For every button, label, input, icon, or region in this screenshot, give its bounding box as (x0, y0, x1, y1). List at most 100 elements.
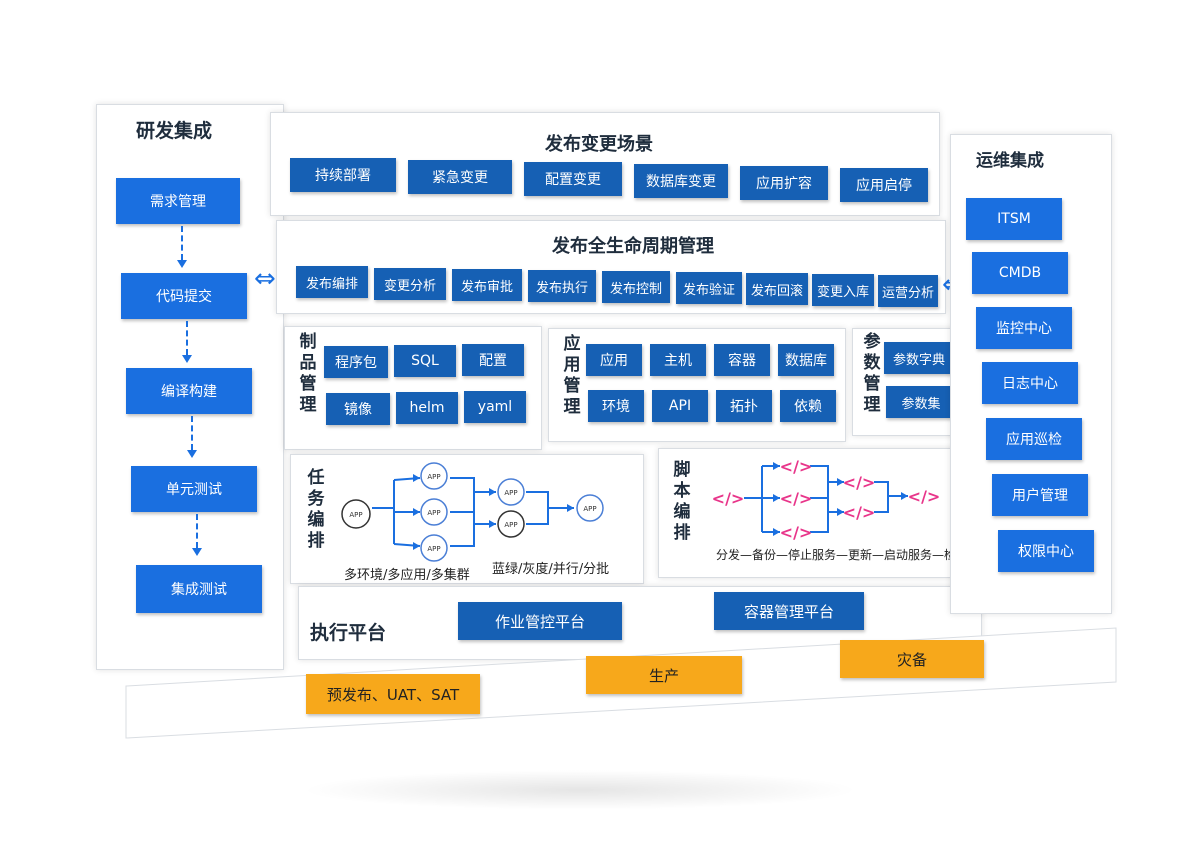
artifact-sql: SQL (394, 345, 456, 377)
app-item-topology: 拓扑 (716, 390, 772, 422)
script-flow-arrowhead (837, 508, 844, 516)
env-production: 生产 (586, 656, 742, 694)
vertical-title-char: 排 (307, 531, 325, 551)
task-flow-arrowhead (413, 542, 420, 550)
apps-title-chars: 应用管理 (562, 334, 582, 418)
app-node-label: APP (427, 473, 440, 481)
dev-flow-line (191, 416, 193, 450)
dev-flow-arrow (177, 260, 187, 268)
vertical-title-char: 编 (307, 510, 325, 530)
app-item-api: API (652, 390, 708, 422)
vertical-title-char: 管 (863, 374, 881, 394)
dev-flow-arrow (187, 450, 197, 458)
vertical-title-char: 本 (673, 481, 691, 501)
param-set: 参数集 (886, 386, 956, 418)
lifecycle-ops-analysis: 运营分析 (878, 275, 938, 307)
apps-title: 应用管理 (562, 334, 582, 418)
app-item-application: 应用 (586, 344, 642, 376)
lifecycle-change-analysis: 变更分析 (374, 268, 446, 300)
vertical-title-char: 数 (863, 353, 881, 373)
artifacts-title: 制品管理 (298, 332, 318, 416)
vertical-title-char: 务 (307, 489, 325, 509)
app-node-label: APP (427, 545, 440, 553)
script-node-icon: </> (780, 489, 813, 508)
vertical-title-char: 应 (563, 334, 581, 354)
script-flow-edges (744, 465, 908, 533)
artifact-helm: helm (396, 392, 458, 424)
vertical-title-char: 管 (299, 374, 317, 394)
board-shadow (300, 770, 860, 810)
vertical-title-char: 制 (299, 332, 317, 352)
task-flow-edge (526, 491, 549, 525)
params-title-chars: 参数管理 (862, 332, 882, 416)
vertical-title-char: 任 (307, 468, 325, 488)
scripts-title-chars: 脚本编排 (672, 460, 692, 544)
script-node-icon: </> (843, 503, 876, 522)
script-node-icon: </> (712, 489, 745, 508)
script-node-icon: </> (908, 487, 941, 506)
task-flow-arrowheads (413, 474, 574, 550)
scene-config-change: 配置变更 (524, 162, 622, 196)
app-item-environment: 环境 (588, 390, 644, 422)
task-flow-arrowhead (567, 504, 574, 512)
artifact-package: 程序包 (324, 346, 388, 378)
app-node: APP (497, 510, 525, 538)
app-node: APP (576, 494, 604, 522)
left-double-arrow-icon: ⇔ (254, 264, 276, 294)
task-flow-nodes: APP APP APP APP APP (341, 462, 604, 562)
vertical-title-char: 理 (863, 395, 881, 415)
app-node: APP (420, 534, 448, 562)
script-node-icon: </> (780, 457, 813, 476)
lifecycle-title: 发布全生命周期管理 (552, 236, 714, 257)
vertical-title-char: 管 (563, 376, 581, 396)
tasks-title-chars: 任务编排 (306, 468, 326, 552)
lifecycle-approval: 发布审批 (452, 269, 522, 301)
exec-title: 执行平台 (310, 622, 387, 644)
lifecycle-orchestrate: 发布编排 (296, 266, 368, 298)
task-flow-arrowhead (413, 508, 420, 516)
script-flow-arrowhead (773, 528, 780, 536)
artifacts-title-chars: 制品管理 (298, 332, 318, 416)
task-flow-arrowhead (489, 488, 496, 496)
dev-flow-arrow (182, 355, 192, 363)
exec-container-platform: 容器管理平台 (714, 592, 864, 630)
ops-item-permissions: 权限中心 (998, 530, 1094, 572)
artifact-image: 镜像 (326, 393, 390, 425)
app-node: APP (497, 478, 525, 506)
vertical-title-char: 品 (299, 353, 317, 373)
scene-app-scale: 应用扩容 (740, 166, 828, 200)
lifecycle-archive: 变更入库 (812, 274, 874, 306)
ops-item-itsm: ITSM (966, 198, 1062, 240)
ops-item-logging: 日志中心 (982, 362, 1078, 404)
scene-app-start-stop: 应用启停 (840, 168, 928, 202)
script-flow-diagram: </> </> </> </> </> </> </> (712, 457, 941, 542)
lifecycle-control: 发布控制 (602, 271, 670, 303)
ops-title: 运维集成 (976, 151, 1044, 171)
script-flow-arrowhead (901, 492, 908, 500)
dev-item-integration-test: 集成测试 (136, 565, 262, 613)
app-node: APP (420, 462, 448, 490)
task-flow-diagram: APP APP APP APP APP (341, 462, 604, 562)
ops-item-cmdb: CMDB (972, 252, 1068, 294)
dev-flow-line (186, 321, 188, 355)
task-flow-arrowhead (413, 474, 420, 482)
task-flow-edges (372, 477, 574, 547)
vertical-title-char: 理 (299, 395, 317, 415)
env-disaster-recovery: 灾备 (840, 640, 984, 678)
script-flow-arrowhead (837, 478, 844, 486)
scenes-title: 发布变更场景 (545, 134, 653, 155)
task-flow-arrowhead (489, 520, 496, 528)
ops-item-inspection: 应用巡检 (986, 418, 1082, 460)
lifecycle-rollback: 发布回滚 (746, 273, 808, 305)
script-node-icon: </> (843, 473, 876, 492)
param-dictionary: 参数字典 (884, 342, 954, 374)
ops-item-users: 用户管理 (992, 474, 1088, 516)
app-node-label: APP (427, 509, 440, 517)
vertical-title-char: 脚 (673, 460, 691, 480)
app-node-label: APP (504, 489, 517, 497)
dev-flow-line (196, 514, 198, 548)
script-flow-arrowheads (773, 462, 908, 536)
dev-item-unit-test: 单元测试 (131, 466, 257, 512)
scene-db-change: 数据库变更 (634, 164, 728, 198)
